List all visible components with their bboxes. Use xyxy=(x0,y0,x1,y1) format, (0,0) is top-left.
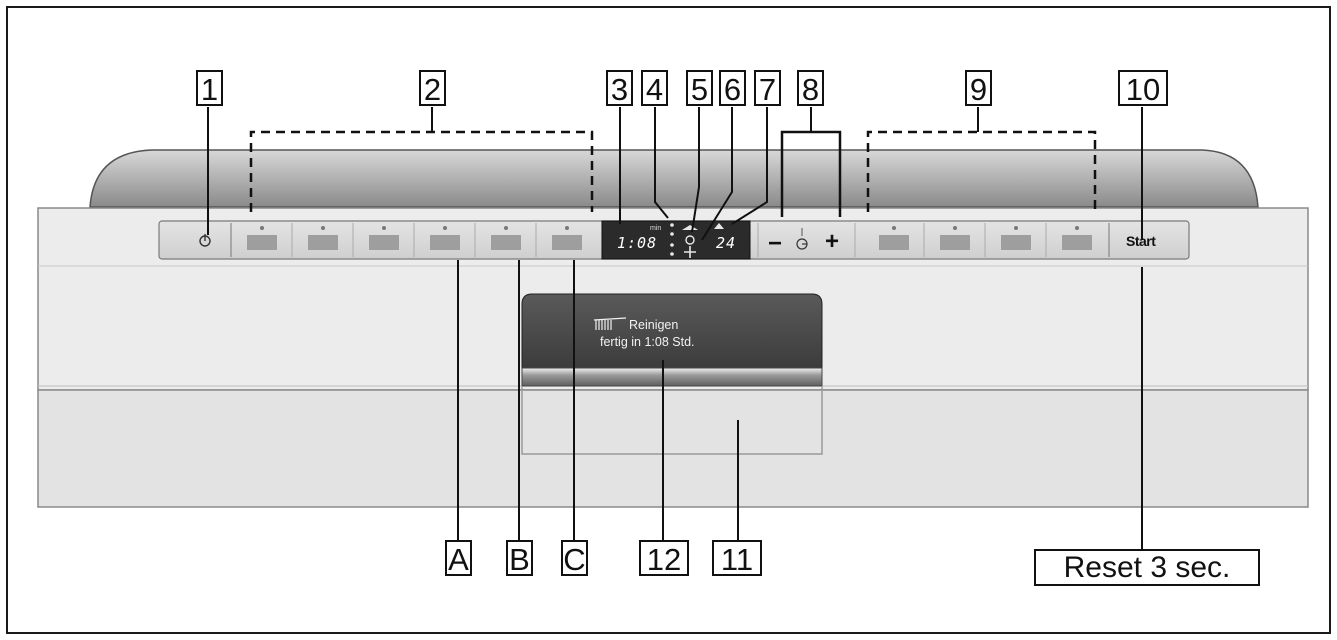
callout-8: 8 xyxy=(797,70,824,106)
callout-12: 12 xyxy=(639,540,689,576)
dishes-icon xyxy=(593,317,627,330)
callout-C: C xyxy=(561,540,588,576)
handle-recess xyxy=(521,386,823,455)
callout-B: B xyxy=(506,540,533,576)
option-buttons xyxy=(879,223,1092,257)
dishwasher-panel-illustration xyxy=(37,107,1309,550)
display-unit: min xyxy=(650,225,662,232)
start-button[interactable]: Start xyxy=(1126,233,1156,249)
callout-7: 7 xyxy=(754,70,781,106)
digital-display xyxy=(601,220,751,260)
callout-11: 11 xyxy=(712,540,762,576)
display-indicators xyxy=(670,223,724,258)
diagram-frame: 1:08 min 24 − + Start Reinigen fertig in… xyxy=(6,6,1331,634)
door-front xyxy=(37,389,1309,508)
screen-line-1: Reinigen xyxy=(629,318,679,332)
callout-1: 1 xyxy=(196,70,223,106)
display-hours: 24 xyxy=(716,234,737,252)
bracket-9 xyxy=(866,130,1097,212)
timer-clock-icon xyxy=(796,228,808,250)
program-buttons xyxy=(247,223,582,257)
callout-9: 9 xyxy=(965,70,992,106)
callout-6: 6 xyxy=(719,70,746,106)
display-time: 1:08 xyxy=(617,234,658,252)
leader-lines xyxy=(207,107,1143,550)
info-screen xyxy=(521,293,823,369)
callout-10: 10 xyxy=(1118,70,1168,106)
callout-5: 5 xyxy=(686,70,713,106)
door-handle xyxy=(521,367,823,387)
callout-2: 2 xyxy=(419,70,446,106)
callout-A: A xyxy=(445,540,472,576)
callout-3: 3 xyxy=(606,70,633,106)
timer-plus-button[interactable]: + xyxy=(825,228,840,255)
callout-reset: Reset 3 sec. xyxy=(1034,549,1260,586)
screen-line-2: fertig in 1:08 Std. xyxy=(600,335,695,349)
housing-back xyxy=(89,149,1259,208)
timer-minus-button[interactable]: − xyxy=(768,230,783,257)
callout-4: 4 xyxy=(641,70,668,106)
